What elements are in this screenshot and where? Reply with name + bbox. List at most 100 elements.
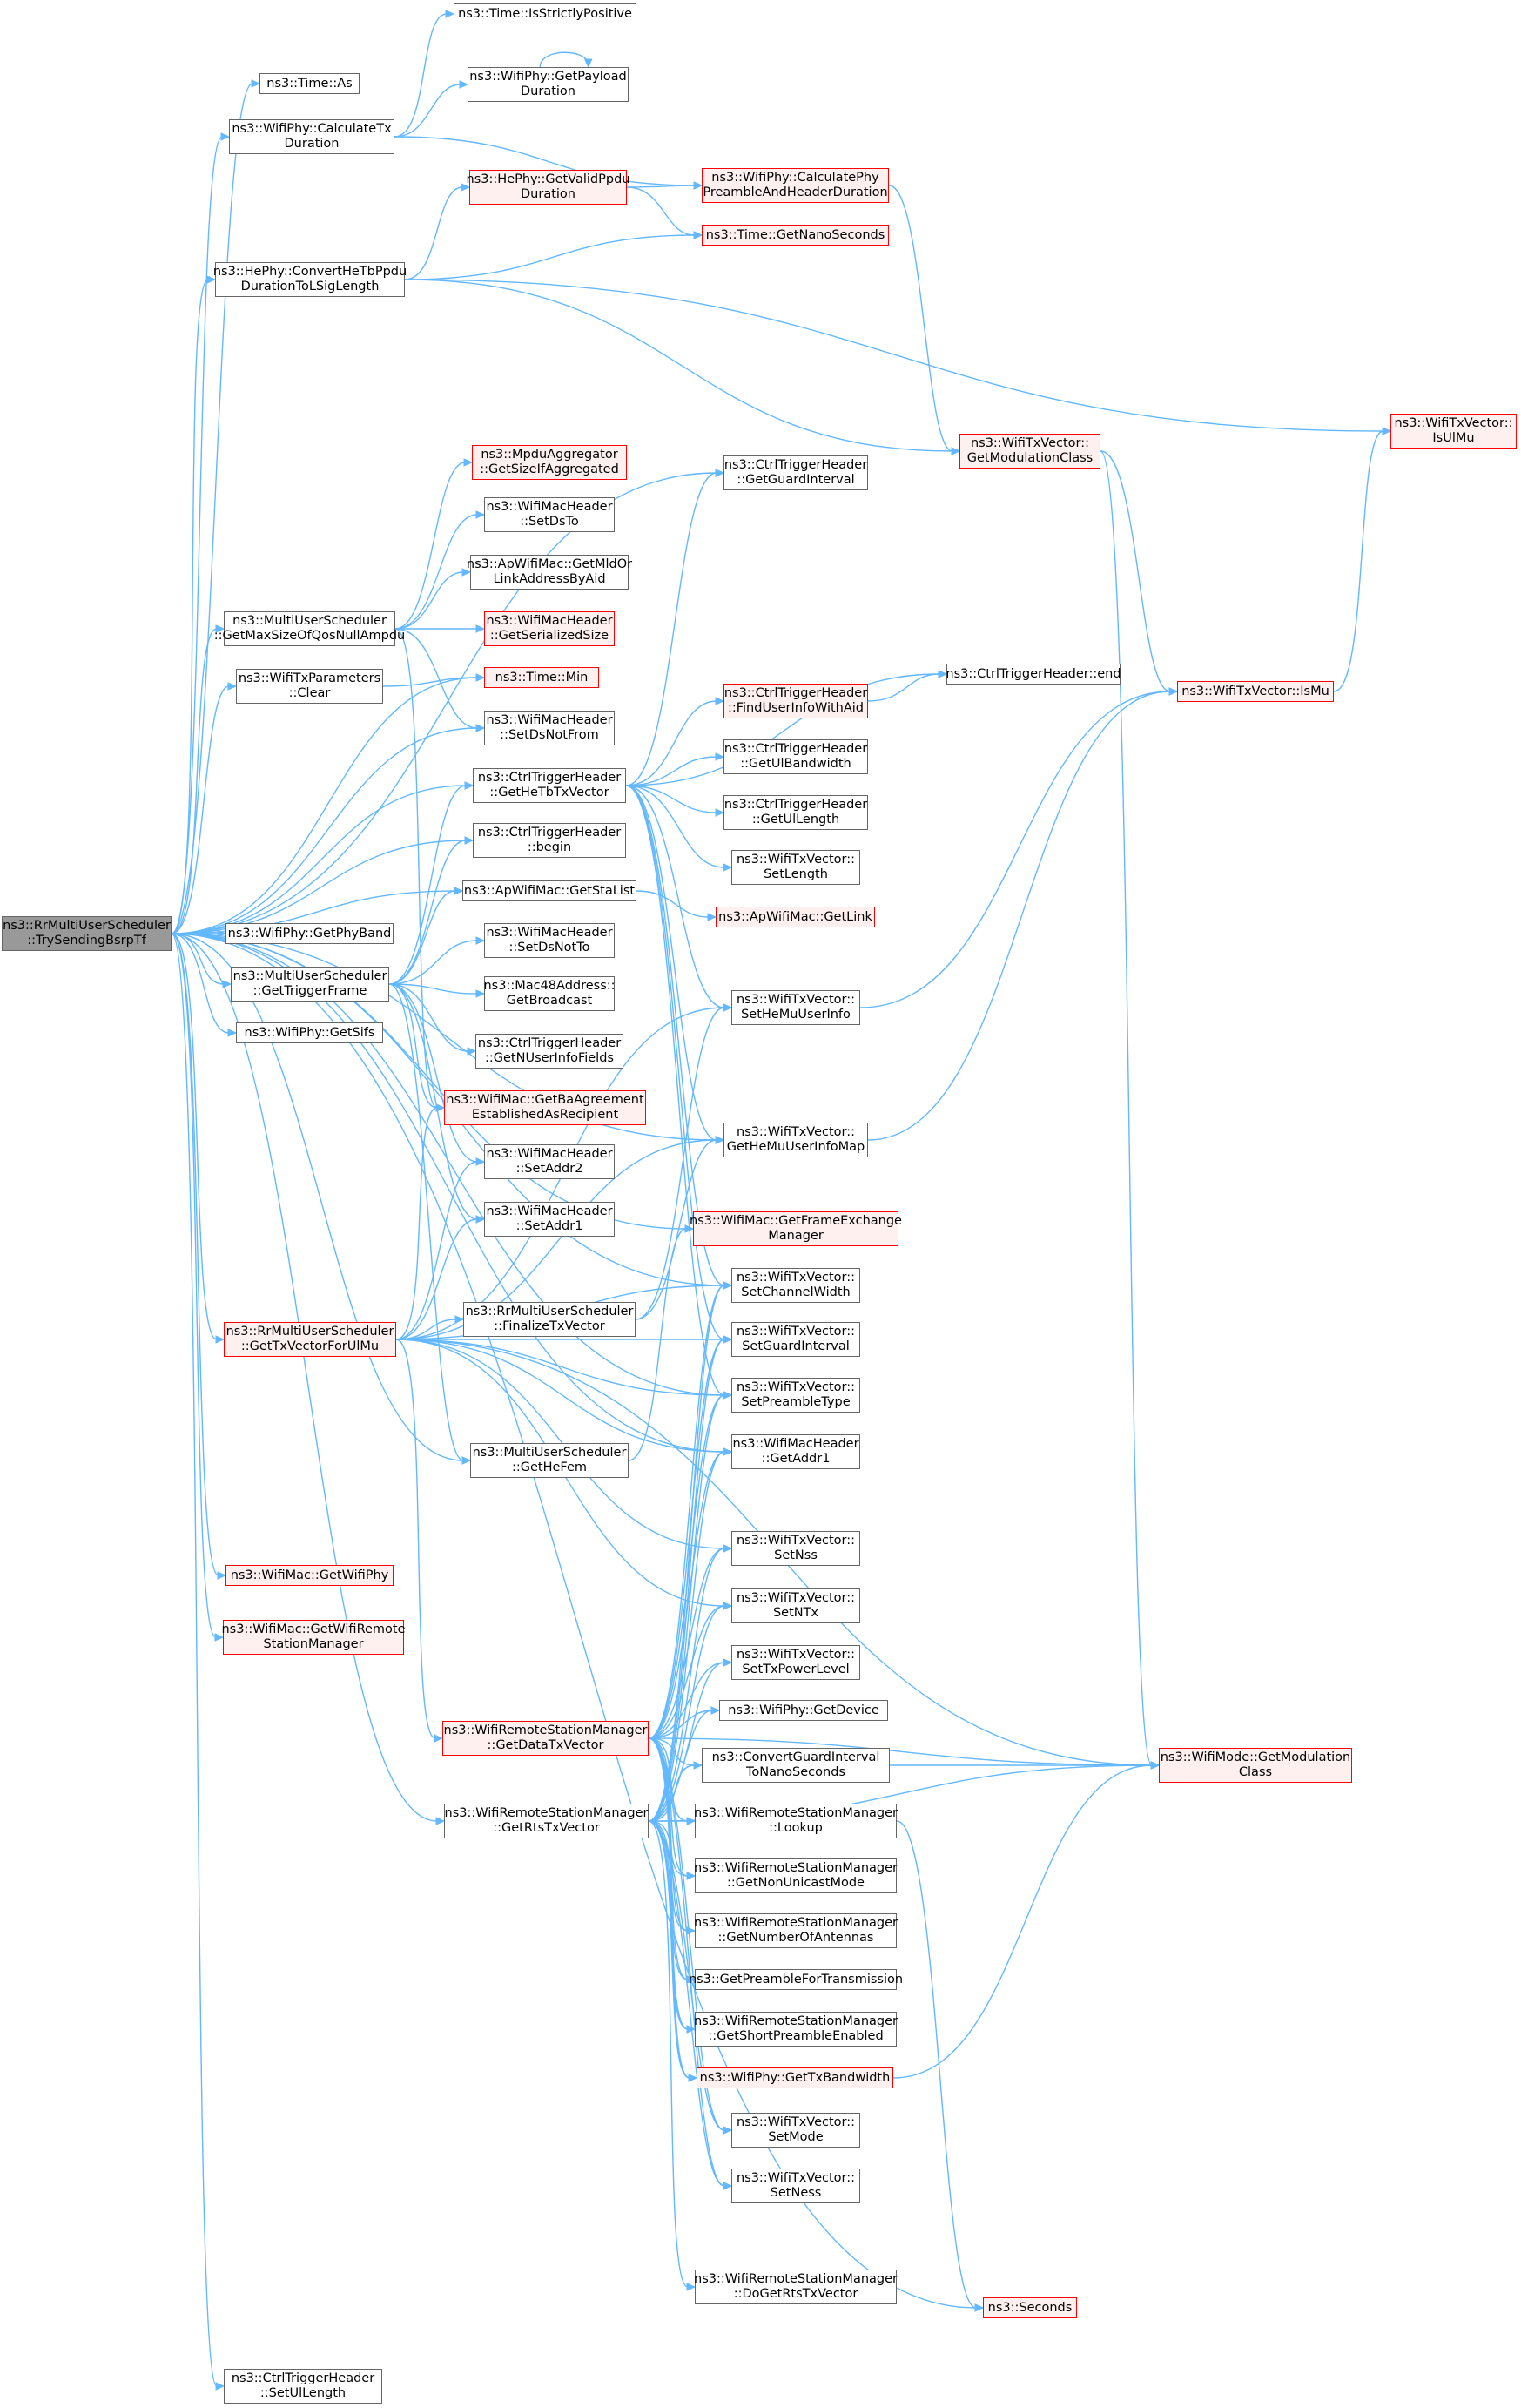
- arrowhead: [723, 1335, 733, 1344]
- node-set-preamble-type[interactable]: ns3::WifiTxVector:: SetPreambleType: [731, 1378, 860, 1413]
- arrowhead: [475, 673, 486, 682]
- node-get-sta-list[interactable]: ns3::ApWifiMac::GetStaList: [462, 880, 636, 901]
- arrowhead: [707, 913, 717, 921]
- node-is-strictly-positive[interactable]: ns3::Time::IsStrictlyPositive: [454, 3, 636, 24]
- node-get-he-mu-user-info-map[interactable]: ns3::WifiTxVector:: GetHeMuUserInfoMap: [723, 1123, 868, 1157]
- node-get-data-tx-vector[interactable]: ns3::WifiRemoteStationManager ::GetDataT…: [442, 1721, 649, 1756]
- node-set-ntx[interactable]: ns3::WifiTxVector:: SetNTx: [731, 1588, 860, 1623]
- edge-root-to-set-ds-not-from: [171, 727, 478, 934]
- node-calculate-phy-preamble[interactable]: ns3::WifiPhy::CalculatePhy PreambleAndHe…: [702, 168, 889, 203]
- arrowhead: [684, 1224, 695, 1233]
- edge-convert-he-tb-to-get-nano-seconds: [404, 234, 696, 280]
- arrowhead: [723, 1003, 733, 1012]
- node-get-short-preamble-enabled[interactable]: ns3::WifiRemoteStationManager ::GetShort…: [694, 2012, 898, 2047]
- node-set-ds-not-to[interactable]: ns3::WifiMacHeader ::SetDsNotTo: [484, 923, 615, 958]
- node-get-sifs[interactable]: ns3::WifiPhy::GetSifs: [236, 1022, 383, 1043]
- edge-get-he-tb-tx-vector-to-find-user-info: [625, 700, 717, 786]
- arrowhead: [461, 1456, 472, 1465]
- node-trigger-end[interactable]: ns3::CtrlTriggerHeader::end: [946, 664, 1121, 685]
- node-get-ul-length[interactable]: ns3::CtrlTriggerHeader ::GetUlLength: [723, 795, 868, 830]
- node-get-n-user-info-fields[interactable]: ns3::CtrlTriggerHeader ::GetNUserInfoFie…: [475, 1034, 623, 1069]
- node-finalize-tx-vector[interactable]: ns3::RrMultiUserScheduler ::FinalizeTxVe…: [463, 1302, 636, 1337]
- node-set-addr1[interactable]: ns3::WifiMacHeader ::SetAddr1: [484, 1202, 615, 1237]
- arrowhead: [217, 1571, 227, 1580]
- node-get-phy-band[interactable]: ns3::WifiPhy::GetPhyBand: [225, 923, 394, 944]
- arrowhead: [461, 183, 471, 192]
- node-get-serialized-size[interactable]: ns3::WifiMacHeader ::GetSerializedSize: [484, 611, 615, 646]
- arrowhead: [215, 624, 225, 633]
- node-get-wifi-phy[interactable]: ns3::WifiMac::GetWifiPhy: [225, 1565, 394, 1586]
- node-convert-he-tb[interactable]: ns3::HePhy::ConvertHeTbPpdu DurationToLS…: [213, 262, 407, 297]
- edge-get-data-tx-vector-to-set-guard-interval: [648, 1339, 725, 1739]
- edge-get-rts-tx-vector-to-set-ntx: [648, 1605, 725, 1822]
- node-set-addr2[interactable]: ns3::WifiMacHeader ::SetAddr2: [484, 1144, 615, 1179]
- node-get-ba-agreement[interactable]: ns3::WifiMac::GetBaAgreement Established…: [444, 1090, 646, 1125]
- node-do-get-rts-tx-vector[interactable]: ns3::WifiRemoteStationManager ::DoGetRts…: [694, 2270, 898, 2304]
- node-seconds[interactable]: ns3::Seconds: [983, 2297, 1077, 2318]
- node-set-tx-power-level[interactable]: ns3::WifiTxVector:: SetTxPowerLevel: [731, 1645, 860, 1680]
- node-get-addr1[interactable]: ns3::WifiMacHeader ::GetAddr1: [731, 1434, 860, 1469]
- node-is-ul-mu[interactable]: ns3::WifiTxVector:: IsUlMu: [1390, 414, 1517, 449]
- node-get-he-fem[interactable]: ns3::MultiUserScheduler ::GetHeFem: [470, 1443, 629, 1478]
- node-set-channel-width[interactable]: ns3::WifiTxVector:: SetChannelWidth: [731, 1268, 860, 1303]
- node-set-mode[interactable]: ns3::WifiTxVector:: SetMode: [731, 2113, 860, 2148]
- arrowhead: [227, 1029, 238, 1037]
- edge-get-rts-tx-vector-to-set-guard-interval: [648, 1339, 725, 1822]
- node-get-tx-bandwidth[interactable]: ns3::WifiPhy::GetTxBandwidth: [697, 2067, 893, 2088]
- node-set-nss[interactable]: ns3::WifiTxVector:: SetNss: [731, 1531, 860, 1566]
- node-tx-params-clear[interactable]: ns3::WifiTxParameters ::Clear: [236, 669, 383, 704]
- arrowhead: [1168, 687, 1179, 696]
- node-get-wifi-remote-station-manager[interactable]: ns3::WifiMac::GetWifiRemote StationManag…: [221, 1620, 406, 1655]
- node-get-valid-ppdu-duration[interactable]: ns3::HePhy::GetValidPpdu Duration: [467, 170, 629, 205]
- edge-calculate-tx-duration-to-is-strictly-positive: [394, 13, 448, 138]
- node-set-he-mu-user-info[interactable]: ns3::WifiTxVector:: SetHeMuUserInfo: [731, 990, 860, 1025]
- node-get-trigger-frame[interactable]: ns3::MultiUserScheduler ::GetTriggerFram…: [231, 967, 389, 1002]
- node-get-payload-duration[interactable]: ns3::WifiPhy::GetPayload Duration: [468, 67, 629, 102]
- node-set-ul-length[interactable]: ns3::CtrlTriggerHeader ::SetUlLength: [224, 2369, 382, 2404]
- node-set-ness[interactable]: ns3::WifiTxVector:: SetNess: [731, 2169, 860, 2203]
- arrowhead: [715, 808, 725, 817]
- node-get-number-of-antennas[interactable]: ns3::WifiRemoteStationManager ::GetNumbe…: [694, 1913, 898, 1948]
- node-get-tx-vector-for-ul-mu[interactable]: ns3::RrMultiUserScheduler ::GetTxVectorF…: [224, 1322, 396, 1357]
- node-get-rts-tx-vector[interactable]: ns3::WifiRemoteStationManager ::GetRtsTx…: [444, 1804, 649, 1838]
- node-time-as[interactable]: ns3::Time::As: [259, 73, 360, 94]
- node-get-modulation-class-mode[interactable]: ns3::WifiMode::GetModulation Class: [1159, 1748, 1352, 1783]
- node-get-size-if-aggregated[interactable]: ns3::MpduAggregator ::GetSizeIfAggregate…: [472, 445, 627, 480]
- edge-root-to-set-preamble-type: [171, 933, 725, 1396]
- node-set-length[interactable]: ns3::WifiTxVector:: SetLength: [731, 850, 860, 885]
- node-convert-guard-interval[interactable]: ns3::ConvertGuardInterval ToNanoSeconds: [702, 1748, 890, 1783]
- node-get-nano-seconds[interactable]: ns3::Time::GetNanoSeconds: [702, 225, 889, 246]
- node-get-frame-exchange-manager[interactable]: ns3::WifiMac::GetFrameExchange Manager: [690, 1211, 902, 1246]
- node-get-non-unicast-mode[interactable]: ns3::WifiRemoteStationManager ::GetNonUn…: [694, 1858, 898, 1893]
- node-get-broadcast[interactable]: ns3::Mac48Address:: GetBroadcast: [483, 976, 616, 1011]
- node-get-he-tb-tx-vector[interactable]: ns3::CtrlTriggerHeader ::GetHeTbTxVector: [473, 768, 626, 803]
- edge-convert-he-tb-to-is-ul-mu: [404, 279, 1384, 432]
- edge-get-sta-list-to-get-link: [636, 890, 710, 918]
- node-get-guard-interval[interactable]: ns3::CtrlTriggerHeader ::GetGuardInterva…: [723, 455, 868, 490]
- node-get-device[interactable]: ns3::WifiPhy::GetDevice: [719, 1700, 888, 1721]
- node-get-modulation-class-txv[interactable]: ns3::WifiTxVector:: GetModulationClass: [959, 434, 1100, 469]
- arrowhead: [723, 2182, 733, 2190]
- node-time-min[interactable]: ns3::Time::Min: [484, 667, 599, 688]
- node-calculate-tx-duration[interactable]: ns3::WifiPhy::CalculateTx Duration: [229, 119, 394, 154]
- node-set-ds-to[interactable]: ns3::WifiMacHeader ::SetDsTo: [484, 497, 615, 532]
- node-get-max-size-qos-null[interactable]: ns3::MultiUserScheduler ::GetMaxSizeOfQo…: [214, 611, 405, 646]
- edge-root-to-trigger-begin: [171, 840, 467, 934]
- node-get-link[interactable]: ns3::ApWifiMac::GetLink: [716, 907, 875, 927]
- node-set-ds-not-from[interactable]: ns3::WifiMacHeader ::SetDsNotFrom: [484, 711, 615, 745]
- node-is-mu[interactable]: ns3::WifiTxVector::IsMu: [1177, 681, 1334, 702]
- edge-get-tx-vector-for-ul-mu-to-set-addr1: [395, 1218, 478, 1340]
- node-get-ul-bandwidth[interactable]: ns3::CtrlTriggerHeader ::GetUlBandwidth: [723, 739, 868, 774]
- edge-get-trigger-frame-to-set-ds-not-to: [388, 940, 478, 985]
- arrowhead: [723, 1281, 733, 1290]
- edge-get-he-tb-tx-vector-to-get-guard-interval: [625, 472, 717, 786]
- node-find-user-info[interactable]: ns3::CtrlTriggerHeader ::FindUserInfoWit…: [723, 684, 868, 718]
- edge-set-he-mu-user-info-to-is-mu: [859, 691, 1171, 1008]
- arrowhead: [686, 1926, 697, 1935]
- node-trigger-begin[interactable]: ns3::CtrlTriggerHeader ::begin: [473, 823, 626, 858]
- node-get-preamble-for-transmission[interactable]: ns3::GetPreambleForTransmission: [689, 1969, 903, 1990]
- node-get-mld-or-link[interactable]: ns3::ApWifiMac::GetMldOr LinkAddressByAi…: [467, 555, 632, 590]
- node-lookup[interactable]: ns3::WifiRemoteStationManager ::Lookup: [694, 1804, 898, 1838]
- arrowhead: [715, 752, 725, 761]
- node-set-guard-interval[interactable]: ns3::WifiTxVector:: SetGuardInterval: [731, 1322, 860, 1357]
